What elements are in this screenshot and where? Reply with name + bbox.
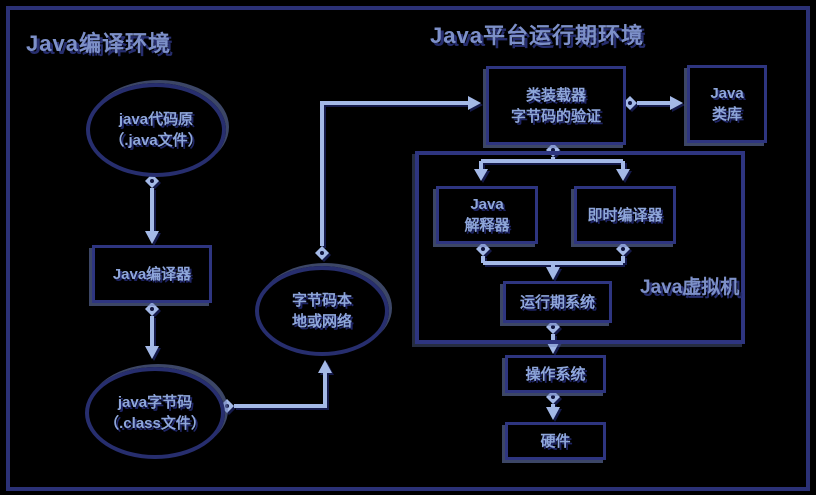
bytecode-network-line2: 地或网络	[291, 313, 352, 330]
node-java-source-ellipse: java代码原 （.java文件）	[86, 83, 226, 177]
java-source-line1: java代码原	[118, 111, 194, 128]
class-loader-line2: 字节码的验证	[510, 107, 601, 125]
runtime-system-label: 运行期系统	[519, 293, 595, 311]
node-interpreter-box: Java 解释器	[436, 186, 538, 244]
jvm-label: Java虚拟机	[640, 277, 740, 298]
node-bytecode-network-ellipse: 字节码本 地或网络	[255, 266, 389, 356]
node-java-compiler-box: Java编译器	[92, 245, 212, 303]
interpreter-line2: 解释器	[464, 217, 510, 234]
jvm-container-box	[415, 151, 745, 344]
section-title-runtime-env: Java平台运行期环境	[430, 23, 644, 48]
node-runtime-system-box: 运行期系统	[503, 281, 612, 323]
class-library-line2: 类库	[711, 106, 742, 123]
jit-compiler-label: 即时编译器	[587, 206, 663, 224]
node-operating-system-box: 操作系统	[505, 355, 606, 393]
node-hardware-box: 硬件	[505, 422, 606, 460]
java-bytecode-line2: （.class文件）	[104, 415, 206, 432]
class-library-line1: Java	[710, 85, 744, 102]
java-compiler-label: Java编译器	[112, 265, 192, 283]
java-source-line2: （.java文件）	[109, 132, 203, 149]
hardware-label: 硬件	[540, 432, 571, 450]
operating-system-label: 操作系统	[525, 365, 586, 383]
bytecode-network-line1: 字节码本	[291, 292, 352, 309]
outer-frame	[6, 6, 810, 491]
node-java-bytecode-ellipse: java字节码 （.class文件）	[85, 367, 225, 459]
node-class-library-box: Java 类库	[687, 65, 767, 143]
node-jit-compiler-box: 即时编译器	[574, 186, 676, 244]
java-bytecode-line1: java字节码	[117, 394, 193, 411]
section-title-compile-env: Java编译环境	[26, 31, 171, 56]
class-loader-line1: 类装载器	[525, 86, 586, 104]
node-class-loader-box: 类装载器 字节码的验证	[486, 66, 626, 145]
interpreter-line1: Java	[470, 196, 504, 213]
